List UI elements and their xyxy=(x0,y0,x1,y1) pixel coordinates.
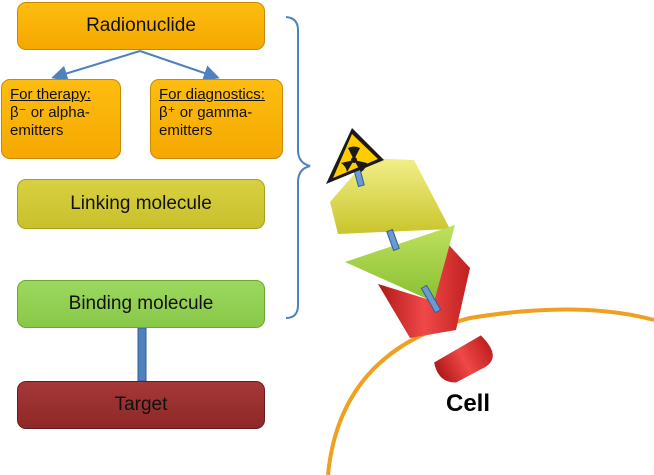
binding-target-connector xyxy=(137,327,147,382)
cell-label: Cell xyxy=(446,390,491,417)
connector-linker-binder xyxy=(386,228,400,252)
therapy-box: For therapy: β⁻ or alpha- emitters xyxy=(1,79,121,159)
binding-molecule-label: Binding molecule xyxy=(68,293,214,314)
radionuclide-box: Radionuclide xyxy=(17,2,265,50)
diagnostics-box: For diagnostics: β⁺ or gamma- emitters xyxy=(150,79,283,159)
cell-membrane xyxy=(326,307,654,475)
target-label: Target xyxy=(114,394,168,415)
linking-molecule-label: Linking molecule xyxy=(70,193,212,214)
radiation-hazard-icon xyxy=(326,128,384,184)
binding-molecule-box: Binding molecule xyxy=(17,280,265,328)
receptor xyxy=(378,244,493,383)
target-box: Target xyxy=(17,381,265,429)
linking-molecule-box: Linking molecule xyxy=(17,179,265,229)
diagnostics-heading: For diagnostics: xyxy=(159,86,265,103)
binding-molecule-shape xyxy=(345,225,455,302)
therapy-line2: emitters xyxy=(10,122,64,139)
therapy-heading: For therapy: xyxy=(10,86,91,103)
diagnostics-line1: β⁺ or gamma- xyxy=(159,104,253,121)
connector-binder-receptor xyxy=(420,284,442,314)
diagnostics-line2: emitters xyxy=(159,122,213,139)
arrow-to-therapy xyxy=(51,50,141,82)
therapy-line1: β⁻ or alpha- xyxy=(10,104,90,121)
arrow-to-diagnostics xyxy=(139,50,220,81)
grouping-brace xyxy=(285,16,311,319)
radionuclide-label: Radionuclide xyxy=(86,15,196,36)
